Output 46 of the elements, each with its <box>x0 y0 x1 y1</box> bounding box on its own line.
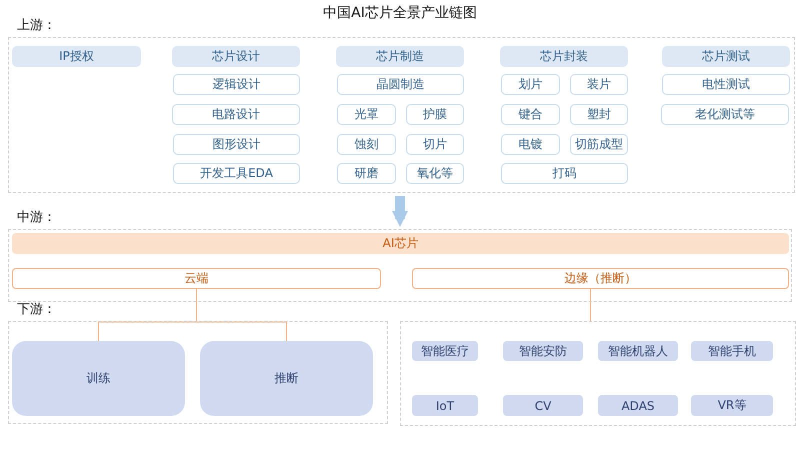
process-box: 划片 <box>501 74 560 95</box>
section-heading: 上游： <box>17 17 56 34</box>
process-box: 晶圆制造 <box>337 74 464 95</box>
process-box: 氧化等 <box>406 163 464 184</box>
deployment-box: 边缘（推断） <box>412 268 789 289</box>
section-heading: 下游： <box>17 301 56 318</box>
stage-box: 芯片封装 <box>500 46 628 67</box>
process-box: 切片 <box>406 134 464 155</box>
application-box: IoT <box>412 395 478 416</box>
application-box: 智能医疗 <box>412 341 478 361</box>
application-box: VR等 <box>691 395 773 416</box>
stage-box: IP授权 <box>12 46 141 67</box>
process-box: 打码 <box>501 163 628 184</box>
process-box: 老化测试等 <box>661 104 789 125</box>
process-box: 装片 <box>570 74 628 95</box>
process-box: 图形设计 <box>173 134 300 155</box>
application-box: ADAS <box>598 395 678 416</box>
stage-box: 芯片测试 <box>662 46 790 67</box>
process-box: 逻辑设计 <box>173 74 300 95</box>
application-box: 智能机器人 <box>598 341 678 361</box>
process-box: 光罩 <box>337 104 396 125</box>
section-heading: 中游： <box>17 209 56 226</box>
connector-line <box>196 288 287 342</box>
process-box: 电性测试 <box>662 74 790 95</box>
dashed-panel <box>400 321 796 426</box>
application-box: 智能安防 <box>503 341 583 361</box>
connector-line <box>590 288 591 322</box>
process-box: 开发工具EDA <box>173 163 300 184</box>
chip-bar: AI芯片 <box>12 233 789 254</box>
application-box: CV <box>503 395 583 416</box>
stage-box: 芯片设计 <box>172 46 300 67</box>
diagram-title: 中国AI芯片全景产业链图 <box>322 4 478 22</box>
stage-box: 芯片制造 <box>336 46 464 67</box>
flow-arrow <box>392 196 408 227</box>
application-box: 推断 <box>200 341 373 416</box>
process-box: 切筋成型 <box>570 134 628 155</box>
process-box: 电路设计 <box>172 104 300 125</box>
process-box: 键合 <box>501 104 560 125</box>
process-box: 塑封 <box>570 104 628 125</box>
process-box: 蚀刻 <box>337 134 396 155</box>
application-box: 智能手机 <box>691 341 773 361</box>
application-box: 训练 <box>12 341 185 416</box>
process-box: 研磨 <box>337 163 396 184</box>
process-box: 电镀 <box>501 134 560 155</box>
deployment-box: 云端 <box>12 268 381 289</box>
process-box: 护膜 <box>406 104 464 125</box>
